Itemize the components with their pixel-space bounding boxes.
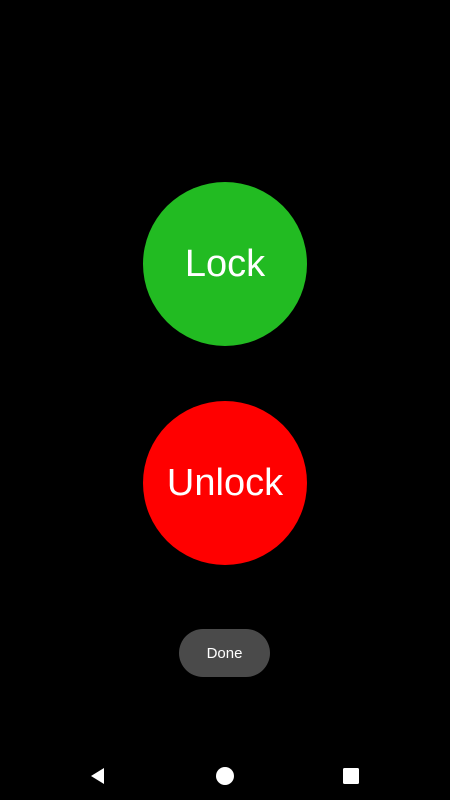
unlock-button[interactable]: Unlock <box>143 401 307 565</box>
lock-button[interactable]: Lock <box>143 182 307 346</box>
recents-icon <box>343 768 359 784</box>
lock-button-label: Lock <box>184 242 266 285</box>
unlock-button-label: Unlock <box>166 461 284 504</box>
system-navigation-bar <box>0 752 450 800</box>
home-icon <box>216 767 234 785</box>
back-icon <box>91 768 104 784</box>
done-button-label: Done <box>206 644 243 662</box>
app-screen: Lock Unlock Done <box>143 182 307 677</box>
done-button[interactable]: Done <box>179 629 270 677</box>
nav-recents-button[interactable] <box>321 752 381 800</box>
nav-back-button[interactable] <box>68 752 128 800</box>
nav-home-button[interactable] <box>195 752 255 800</box>
